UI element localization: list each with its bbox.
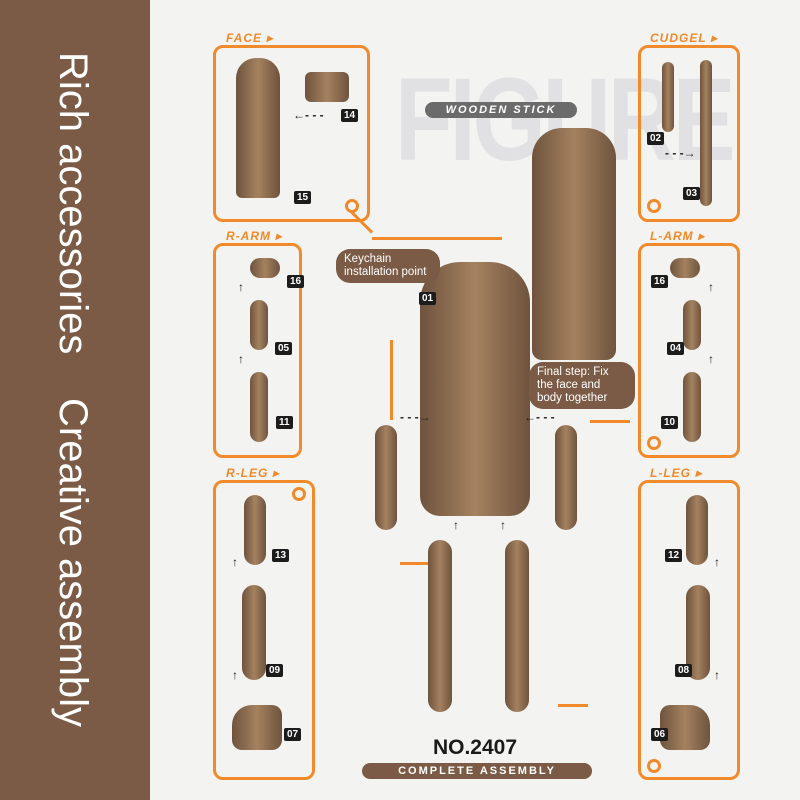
- part-number-badge: 15: [294, 191, 312, 204]
- eyes-part-14: [305, 72, 349, 102]
- left-arm: [555, 425, 577, 530]
- face-part-15: [236, 58, 280, 198]
- part-number-badge: 12: [665, 549, 683, 562]
- part-number-badge: 13: [272, 549, 290, 562]
- part-number-badge: 09: [266, 664, 284, 677]
- arrow-icon: ←- - -: [524, 410, 555, 424]
- connector-line: [390, 340, 393, 420]
- face-panel: [213, 45, 370, 222]
- part-number-badge: 16: [651, 275, 669, 288]
- connector-dot: [647, 436, 661, 450]
- arm-part-11: [250, 372, 268, 442]
- arm-part-04: [683, 300, 701, 350]
- arrow-icon: ↑: [500, 518, 506, 532]
- arrow-icon: ↑: [232, 668, 238, 682]
- arrow-icon: - - -→: [400, 410, 431, 424]
- leg-part-12: [686, 495, 708, 565]
- r-arm-panel: [213, 243, 302, 458]
- connector-line: [590, 420, 630, 423]
- model-number: NO.2407: [432, 736, 518, 759]
- part-number-badge: 16: [287, 275, 305, 288]
- part-number-badge: 05: [275, 342, 293, 355]
- body-part-01: [420, 262, 530, 516]
- foot-part-07: [232, 705, 282, 750]
- arrow-icon: ↑: [714, 668, 720, 682]
- leg-part-09: [242, 585, 266, 680]
- r-leg-label: R-LEG ▸: [226, 466, 280, 480]
- part-number-badge: 07: [284, 728, 302, 741]
- cudgel-panel: [638, 45, 740, 222]
- arm-part-16: [250, 258, 280, 278]
- connector-line: [400, 562, 430, 565]
- arrow-icon: ↑: [232, 555, 238, 569]
- connector-dot: [647, 759, 661, 773]
- wooden-stick-label: WOODEN STICK: [425, 102, 577, 118]
- arm-part-05: [250, 300, 268, 350]
- cudgel-label: CUDGEL ▸: [650, 31, 718, 45]
- keychain-callout: Keychain installation point: [336, 249, 440, 283]
- arrow-icon: ↑: [238, 280, 244, 294]
- connector-line: [558, 704, 588, 707]
- part-number-badge: 10: [661, 416, 679, 429]
- r-leg-panel: [213, 480, 315, 780]
- complete-assembly-label: COMPLETE ASSEMBLY: [362, 763, 592, 779]
- right-arm: [375, 425, 397, 530]
- part-number-badge: 08: [675, 664, 693, 677]
- connector-dot: [647, 199, 661, 213]
- arrow-icon: - - -→: [665, 146, 696, 160]
- l-arm-label: L-ARM ▸: [650, 229, 706, 243]
- foot-part-06: [660, 705, 710, 750]
- arrow-icon: ←- - -: [293, 108, 324, 122]
- cudgel-part-02: [662, 62, 674, 132]
- arrow-icon: ↑: [714, 555, 720, 569]
- connector-line: [372, 237, 502, 240]
- leg-part-13: [244, 495, 266, 565]
- connector-dot: [292, 487, 306, 501]
- connector-dot: [345, 199, 359, 213]
- face-assembled: [532, 128, 616, 360]
- l-leg-label: L-LEG ▸: [650, 466, 703, 480]
- arrow-icon: ↑: [708, 280, 714, 294]
- sidebar: Rich accessories Creative assembly: [0, 0, 150, 800]
- l-arm-panel: [638, 243, 740, 458]
- part-number-badge: 01: [419, 292, 437, 305]
- sidebar-text-rich-accessories: Rich accessories: [51, 52, 95, 355]
- part-number-badge: 04: [667, 342, 685, 355]
- sidebar-text-creative-assembly: Creative assembly: [51, 398, 95, 728]
- final-step-callout: Final step: Fix the face and body togeth…: [529, 362, 635, 409]
- part-number-badge: 02: [647, 132, 665, 145]
- left-leg: [505, 540, 529, 712]
- right-leg: [428, 540, 452, 712]
- part-number-badge: 03: [683, 187, 701, 200]
- face-label: FACE ▸: [226, 31, 274, 45]
- cudgel-part-03: [700, 60, 712, 206]
- part-number-badge: 06: [651, 728, 669, 741]
- arm-part-16: [670, 258, 700, 278]
- arrow-icon: ↑: [453, 518, 459, 532]
- part-number-badge: 11: [276, 416, 293, 429]
- part-number-badge: 14: [341, 109, 359, 122]
- arm-part-10: [683, 372, 701, 442]
- arrow-icon: ↑: [238, 352, 244, 366]
- arrow-icon: ↑: [708, 352, 714, 366]
- l-leg-panel: [638, 480, 740, 780]
- r-arm-label: R-ARM ▸: [226, 229, 283, 243]
